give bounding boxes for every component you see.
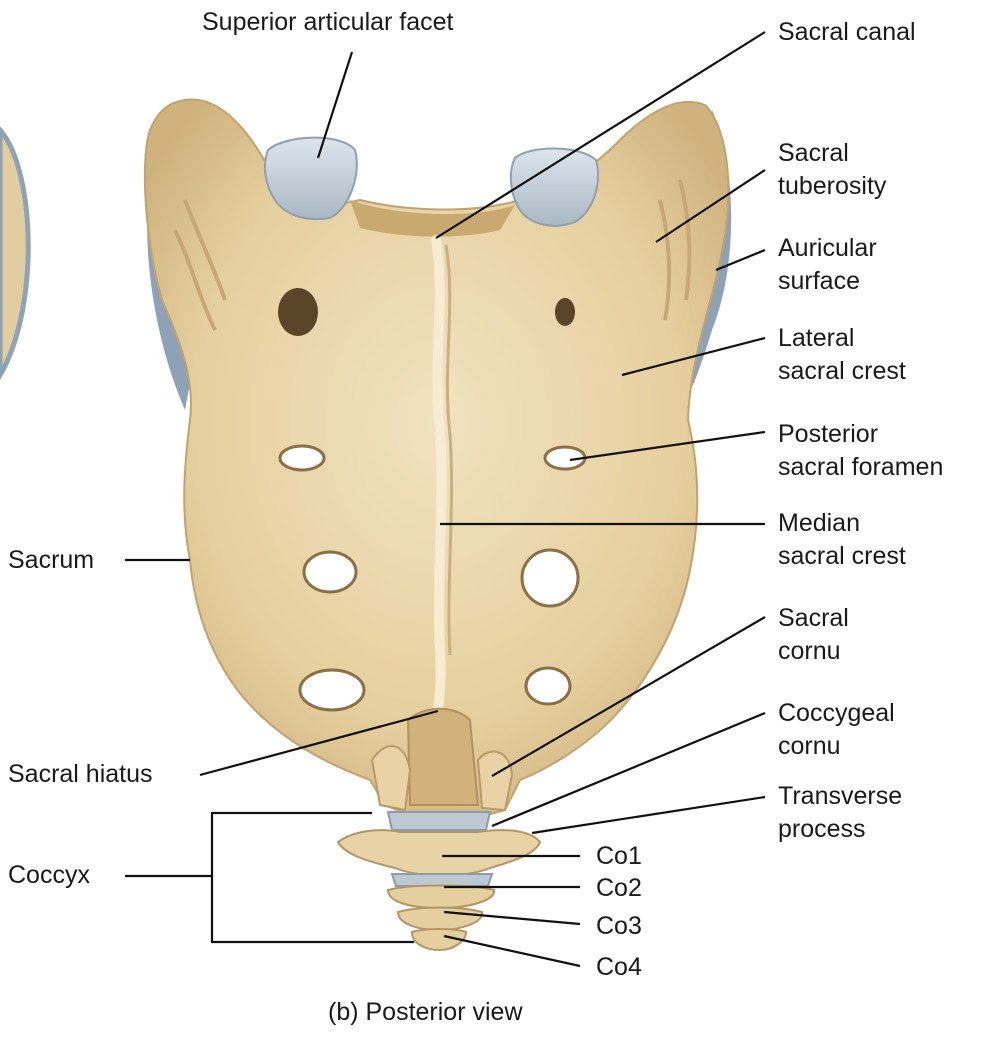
label-sacral-tuberosity-line1: Sacral (778, 139, 849, 167)
label-auricular-surface: Auricular surface (778, 232, 877, 298)
label-transverse-process-line2: process (778, 815, 866, 843)
leader-lateral-sacral-crest (621, 336, 766, 377)
label-coccygeal-cornu: Coccygeal cornu (778, 697, 895, 763)
posterior-sacral-foramen-l4 (298, 668, 366, 712)
posterior-sacral-foramen-l3 (302, 550, 358, 594)
leader-superior-articular-facet (316, 51, 354, 159)
posterior-sacral-foramen-r1 (555, 298, 575, 326)
sacral-tuberosity-texture-right (658, 179, 692, 321)
label-sacral-cornu-line2: cornu (778, 637, 841, 665)
label-posterior-sacral-foramen-line2: sacral foramen (778, 453, 944, 481)
median-crest-shadow (444, 244, 454, 656)
label-coccyx: Coccyx (8, 861, 90, 889)
label-posterior-sacral-foramen: Posterior sacral foramen (778, 418, 943, 484)
label-transverse-process: Transverse process (778, 780, 902, 846)
label-transverse-process-line1: Transverse (778, 782, 903, 810)
median-sacral-crest-ridge (431, 235, 447, 725)
coccyx-disc-1 (390, 873, 494, 887)
leader-sacral-hiatus (199, 709, 439, 777)
label-sacral-tuberosity: Sacral tuberosity (778, 137, 886, 203)
sacral-cornu-right (476, 750, 514, 812)
label-sacral-cornu-line1: Sacral (778, 604, 849, 632)
label-superior-articular-facet: Superior articular facet (202, 8, 454, 36)
leader-sacral-tuberosity (655, 169, 766, 243)
label-auricular-surface-line1: Auricular (778, 234, 877, 262)
label-median-sacral-crest: Median sacral crest (778, 507, 906, 573)
label-auricular-surface-line2: surface (778, 267, 860, 295)
label-coccygeal-cornu-line2: cornu (778, 732, 841, 760)
label-posterior-sacral-foramen-line1: Posterior (778, 420, 879, 448)
coccyx-co4 (410, 928, 468, 952)
label-co1: Co1 (596, 842, 642, 870)
sacrococcygeal-disc (386, 811, 492, 831)
adjacent-hip-bone-edge (0, 126, 31, 380)
sacral-canal-opening (350, 200, 515, 237)
leader-co4 (443, 934, 581, 968)
label-sacral-cornu: Sacral cornu (778, 602, 849, 668)
leader-auricular-surface (715, 248, 766, 272)
coccyx-co1 (336, 829, 542, 877)
label-median-sacral-crest-line1: Median (778, 509, 860, 537)
posterior-sacral-foramen-l1 (278, 288, 318, 336)
coccyx-co2 (386, 884, 496, 910)
sacral-hiatus-opening (406, 707, 480, 806)
label-lateral-sacral-crest: Lateral sacral crest (778, 322, 906, 388)
leader-sacral-canal (435, 31, 766, 239)
superior-articular-facet-right (509, 147, 600, 227)
posterior-sacral-foramen-r3 (520, 548, 580, 608)
leader-sacral-cornu (491, 616, 766, 777)
leader-co3 (443, 910, 581, 926)
label-co4: Co4 (596, 953, 642, 981)
coccyx-co3 (396, 906, 484, 932)
leader-coccygeal-cornu (491, 711, 766, 828)
label-co2: Co2 (596, 874, 642, 902)
label-sacrum: Sacrum (8, 546, 95, 574)
label-median-sacral-crest-line2: sacral crest (778, 542, 906, 570)
label-co3: Co3 (596, 912, 642, 940)
sacral-tuberosity-texture-left (173, 199, 227, 331)
label-coccygeal-cornu-line1: Coccygeal (778, 699, 895, 727)
posterior-sacral-foramen-r4 (524, 666, 572, 706)
sacral-cornu-left (370, 745, 412, 812)
figure-caption: (b) Posterior view (328, 998, 523, 1026)
label-sacral-hiatus: Sacral hiatus (8, 760, 153, 788)
leader-transverse-process (531, 795, 766, 835)
label-lateral-sacral-crest-line2: sacral crest (778, 357, 906, 385)
leader-posterior-sacral-foramen (569, 430, 766, 462)
label-sacral-tuberosity-line2: tuberosity (778, 172, 887, 200)
posterior-sacral-foramen-l2 (278, 444, 326, 472)
label-lateral-sacral-crest-line1: Lateral (778, 324, 855, 352)
label-sacral-canal: Sacral canal (778, 18, 916, 46)
coccyx-bracket (210, 811, 414, 944)
